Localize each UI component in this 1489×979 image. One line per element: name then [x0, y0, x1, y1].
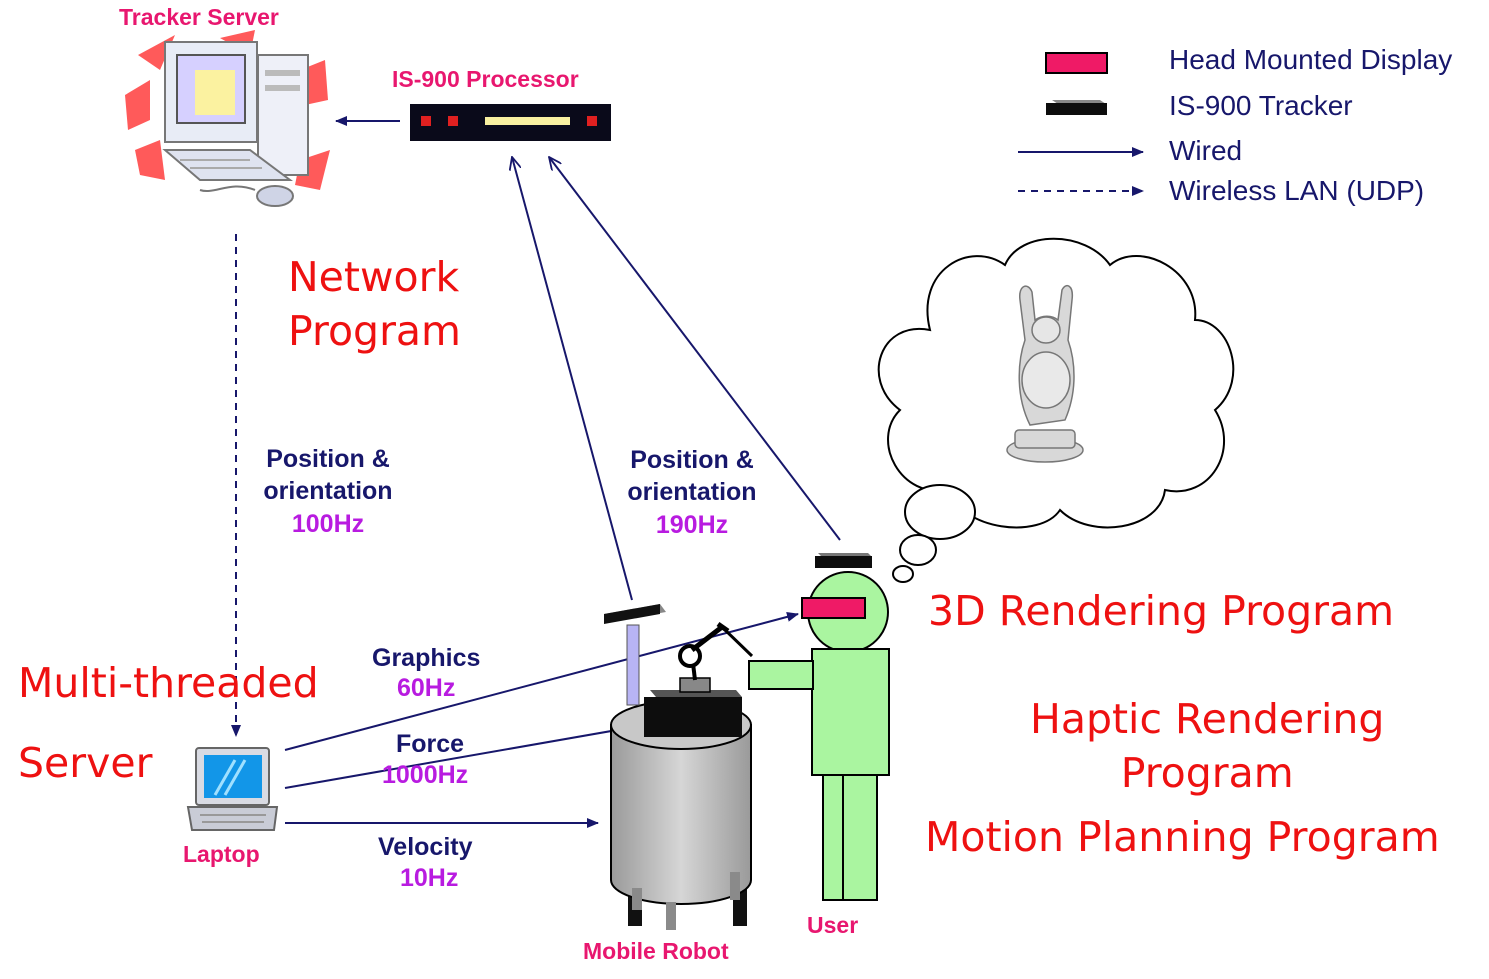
- multithreaded-server-line2: Server: [18, 739, 153, 787]
- legend-tracker-label: IS-900 Tracker: [1169, 90, 1353, 121]
- mid-rate: 190Hz: [655, 511, 729, 539]
- user-label: User: [807, 912, 859, 938]
- legend-tracker-swatch: [1046, 100, 1107, 115]
- force-arrow: [284, 722, 641, 789]
- multithreaded-server-line1: Multi-threaded: [18, 659, 319, 707]
- left-pos-line2: orientation: [263, 477, 393, 505]
- network-program-label: Network Program: [288, 250, 461, 358]
- mobile-robot: [604, 604, 754, 930]
- legend-wireless-label: Wireless LAN (UDP): [1169, 175, 1425, 206]
- network-program-line1: Network: [288, 253, 460, 301]
- force-rate: 1000Hz: [382, 761, 469, 789]
- robot-tracker-to-processor-arrow: [512, 157, 633, 601]
- buddha-statue-model: [1006, 284, 1084, 463]
- mid-tracking-annotation: Position & orientation 190Hz: [610, 444, 774, 542]
- tracker-server-label: Tracker Server: [119, 4, 279, 30]
- velocity-rate: 10Hz: [400, 864, 459, 892]
- tracker-server-computer-icon: [125, 30, 330, 207]
- haptic-rendering-program-label: Haptic Rendering Program: [1030, 692, 1384, 800]
- user-figure: [748, 553, 890, 901]
- laptop-icon: [186, 747, 279, 831]
- left-pos-line1: Position &: [266, 445, 390, 473]
- legend-wired-label: Wired: [1169, 135, 1243, 166]
- 3d-rendering-program-label: 3D Rendering Program: [928, 587, 1395, 635]
- network-program-line2: Program: [288, 307, 461, 355]
- velocity-label: Velocity: [378, 833, 473, 861]
- legend-hmd-swatch: [1045, 52, 1108, 74]
- mid-pos-line2: orientation: [627, 478, 757, 506]
- laptop-label: Laptop: [183, 841, 260, 867]
- processor-label: IS-900 Processor: [392, 66, 579, 92]
- is900-processor-box: [410, 104, 611, 141]
- left-rate: 100Hz: [291, 510, 365, 538]
- force-label: Force: [396, 730, 465, 758]
- mid-pos-line1: Position &: [630, 446, 754, 474]
- left-tracking-annotation: Position & orientation 100Hz: [246, 443, 410, 541]
- user-tracker-to-processor-arrow: [549, 157, 841, 541]
- legend-hmd-label: Head Mounted Display: [1169, 44, 1453, 75]
- haptic-program-line1: Haptic Rendering: [1030, 695, 1385, 743]
- motion-planning-program-label: Motion Planning Program: [925, 813, 1440, 861]
- graphics-label: Graphics: [372, 644, 481, 672]
- haptic-program-line2: Program: [1120, 749, 1294, 797]
- robot-label: Mobile Robot: [583, 938, 729, 964]
- graphics-rate: 60Hz: [397, 674, 456, 702]
